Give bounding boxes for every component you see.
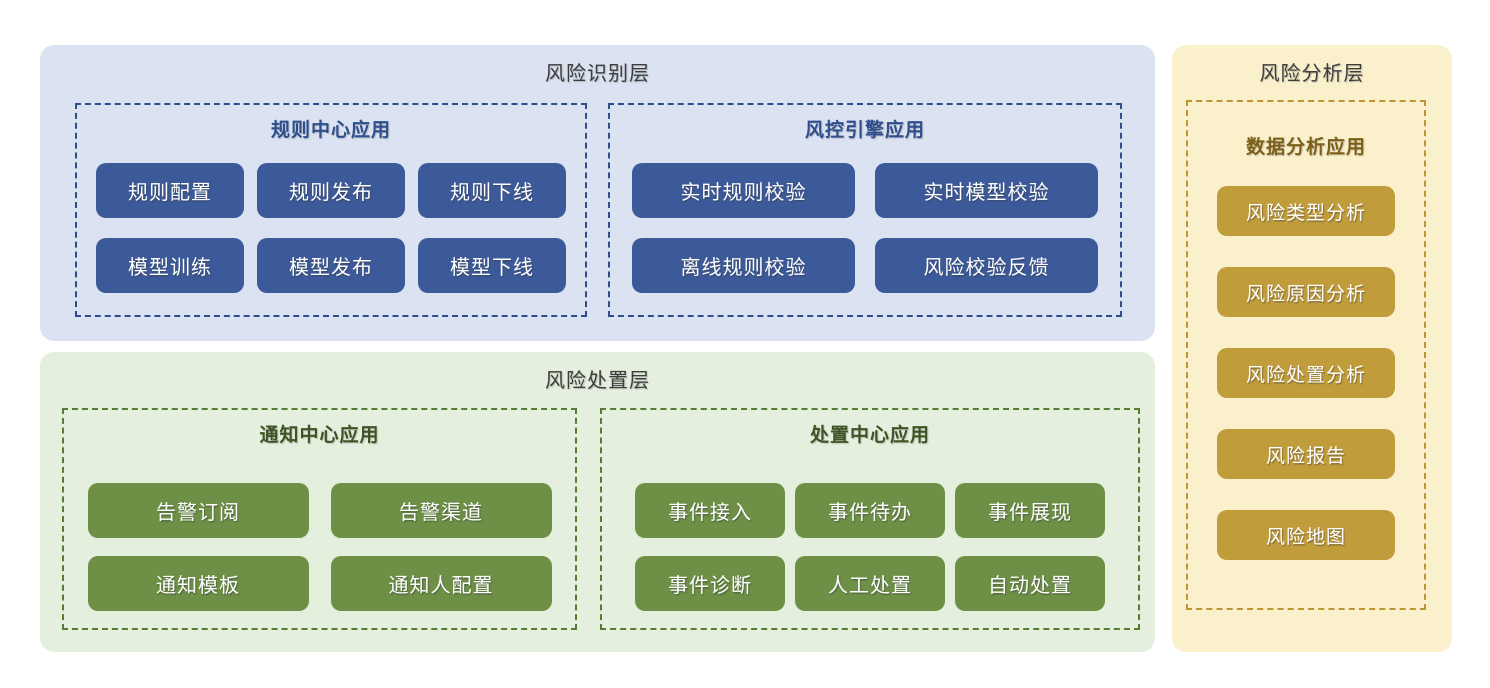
node-event-todo: 事件待办	[795, 483, 945, 538]
panel-risk-identification-layer: 风险识别层 规则中心应用 规则配置 规则发布 规则下线 模型训练 模型发布 模型…	[40, 45, 1155, 341]
node-rule-publish: 规则发布	[257, 163, 405, 218]
handle-center-node-grid: 事件接入 事件待办 事件展现 事件诊断 人工处置 自动处置	[602, 483, 1138, 611]
rule-center-app-title: 规则中心应用	[270, 120, 391, 141]
node-event-access: 事件接入	[635, 483, 785, 538]
node-manual-disposal: 人工处置	[795, 556, 945, 611]
node-risk-disposal-analysis: 风险处置分析	[1217, 348, 1395, 398]
group-risk-engine-app: 风控引擎应用 实时规则校验 实时模型校验 离线规则校验 风险校验反馈	[608, 103, 1122, 317]
node-event-display: 事件展现	[955, 483, 1105, 538]
node-risk-reason-analysis: 风险原因分析	[1217, 267, 1395, 317]
node-risk-check-feedback: 风险校验反馈	[875, 238, 1098, 293]
node-auto-disposal: 自动处置	[955, 556, 1105, 611]
node-realtime-model-check: 实时模型校验	[875, 163, 1098, 218]
node-notify-person-config: 通知人配置	[330, 556, 552, 611]
node-rule-config: 规则配置	[96, 163, 244, 218]
group-rule-center-app: 规则中心应用 规则配置 规则发布 规则下线 模型训练 模型发布 模型下线	[75, 103, 587, 317]
risk-analysis-layer-title: 风险分析层	[1259, 63, 1365, 85]
notify-center-app-title: 通知中心应用	[259, 425, 380, 446]
group-notify-center-app: 通知中心应用 告警订阅 告警渠道 通知模板 通知人配置	[62, 408, 577, 630]
notify-center-node-grid: 告警订阅 告警渠道 通知模板 通知人配置	[64, 483, 575, 611]
data-analysis-node-grid: 风险类型分析 风险原因分析 风险处置分析 风险报告 风险地图	[1188, 186, 1424, 560]
node-model-publish: 模型发布	[257, 238, 405, 293]
risk-disposal-layer-title: 风险处置层	[545, 370, 650, 392]
node-offline-rule-check: 离线规则校验	[632, 238, 855, 293]
risk-engine-node-grid: 实时规则校验 实时模型校验 离线规则校验 风险校验反馈	[610, 163, 1120, 293]
node-model-train: 模型训练	[96, 238, 244, 293]
node-alert-subscribe: 告警订阅	[87, 483, 309, 538]
panel-risk-disposal-layer: 风险处置层 通知中心应用 告警订阅 告警渠道 通知模板 通知人配置 处置中心应用…	[40, 352, 1155, 652]
node-risk-report: 风险报告	[1217, 429, 1395, 479]
node-rule-offline: 规则下线	[418, 163, 566, 218]
data-analysis-app-title: 数据分析应用	[1245, 137, 1366, 158]
risk-identification-layer-title: 风险识别层	[545, 63, 650, 85]
handle-center-app-title: 处置中心应用	[809, 425, 930, 446]
group-handle-center-app: 处置中心应用 事件接入 事件待办 事件展现 事件诊断 人工处置 自动处置	[600, 408, 1140, 630]
rule-center-node-grid: 规则配置 规则发布 规则下线 模型训练 模型发布 模型下线	[77, 163, 585, 293]
group-data-analysis-app: 数据分析应用 风险类型分析 风险原因分析 风险处置分析 风险报告 风险地图	[1186, 100, 1426, 610]
node-realtime-rule-check: 实时规则校验	[632, 163, 855, 218]
node-risk-type-analysis: 风险类型分析	[1217, 186, 1395, 236]
node-model-offline: 模型下线	[418, 238, 566, 293]
panel-risk-analysis-layer: 风险分析层 数据分析应用 风险类型分析 风险原因分析 风险处置分析 风险报告 风…	[1172, 45, 1452, 652]
node-event-diagnose: 事件诊断	[635, 556, 785, 611]
node-alert-channel: 告警渠道	[330, 483, 552, 538]
node-risk-map: 风险地图	[1217, 510, 1395, 560]
node-notify-template: 通知模板	[87, 556, 309, 611]
risk-engine-app-title: 风控引擎应用	[804, 120, 925, 141]
